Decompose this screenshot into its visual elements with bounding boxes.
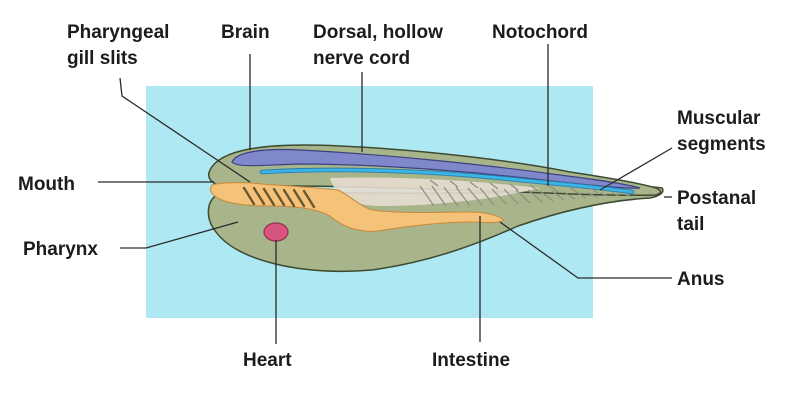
label-dorsal-hollow-nerve-cord: Dorsal, hollow nerve cord bbox=[313, 22, 448, 69]
leader-anus bbox=[499, 221, 672, 279]
label-pharyngeal-gill-slits: Pharyngeal gill slits bbox=[67, 22, 175, 69]
label-heart: Heart bbox=[243, 350, 292, 371]
label-pharynx: Pharynx bbox=[23, 239, 98, 260]
leader-muscular-segments bbox=[599, 147, 673, 191]
pharynx-intestine bbox=[209, 182, 505, 232]
pharyngeal-gill-slits bbox=[242, 186, 316, 209]
muscular-segments bbox=[419, 179, 631, 207]
label-brain: Brain bbox=[221, 22, 270, 43]
label-postanal-tail: Postanal tail bbox=[677, 188, 761, 235]
label-muscular-segments: Muscular segments bbox=[677, 108, 766, 155]
notochord-fill bbox=[260, 168, 634, 194]
brain-nerve-cord bbox=[231, 148, 641, 189]
body-cavity bbox=[330, 177, 540, 206]
label-mouth: Mouth bbox=[18, 174, 75, 195]
heart bbox=[263, 222, 289, 242]
label-intestine: Intestine bbox=[432, 350, 510, 371]
label-notochord: Notochord bbox=[492, 22, 588, 43]
label-anus: Anus bbox=[677, 269, 725, 290]
leader-pharyngeal-gill-slits bbox=[119, 77, 251, 183]
leader-pharynx bbox=[120, 221, 239, 249]
